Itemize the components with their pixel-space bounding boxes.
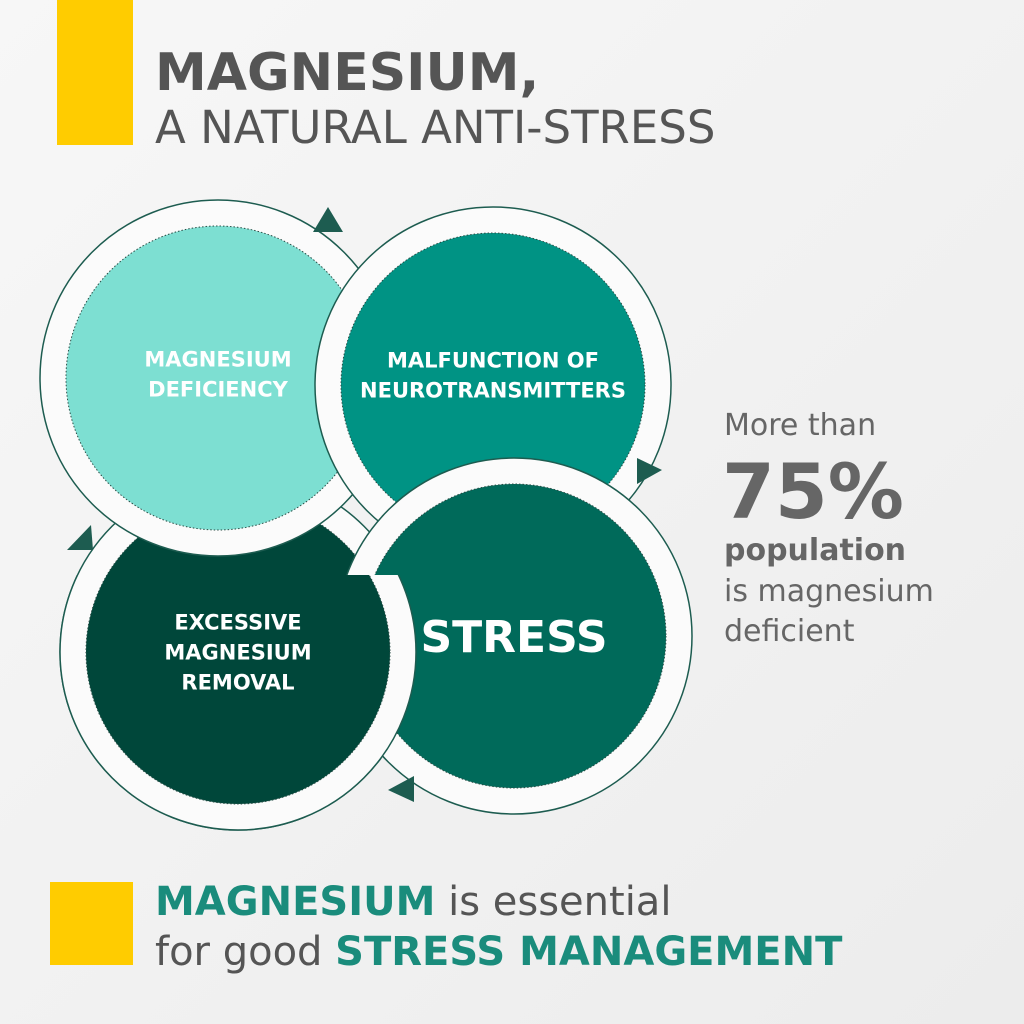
cycle-node-label: MAGNESIUM — [144, 348, 291, 372]
cycle-node-label: EXCESSIVE — [174, 611, 301, 635]
footer-text2: for good — [155, 929, 335, 975]
cycle-overlap-layer — [59, 575, 417, 831]
cycle-node-label: NEUROTRANSMITTERS — [360, 379, 626, 403]
circle-magnesium-removal — [59, 575, 417, 831]
arrow-left-icon — [388, 776, 414, 802]
footer-accent-square — [50, 882, 133, 965]
footer-em2: STRESS MANAGEMENT — [335, 929, 843, 975]
footer-em1: MAGNESIUM — [155, 879, 435, 925]
cycle-arrows — [67, 207, 662, 802]
footer-line1: MAGNESIUM is essential — [155, 879, 671, 925]
stat-subject: population — [724, 533, 906, 568]
cycle-node-fill — [85, 575, 391, 805]
title-line1: MAGNESIUM, — [155, 43, 539, 103]
circle-stress — [335, 457, 693, 815]
stat-line3: is magnesium — [724, 574, 934, 609]
stat-prefix: More than — [724, 408, 876, 443]
cycle-node-label: STRESS — [420, 612, 607, 663]
cycle-labels: MAGNESIUM DEFICIENCY MALFUNCTION OF NEUROTR… — [144, 348, 626, 695]
arrow-up-icon — [67, 525, 93, 550]
footer-text1: is essential — [435, 879, 671, 925]
title-line2: A NATURAL ANTI-STRESS — [155, 101, 715, 154]
cycle-node-label: REMOVAL — [181, 671, 294, 695]
stat-line4: deficient — [724, 614, 855, 649]
arrow-right-icon — [313, 207, 343, 232]
statistic: More than 75% population is magnesium de… — [722, 408, 934, 649]
stat-value: 75% — [722, 447, 904, 536]
cycle-diagram — [39, 199, 693, 831]
circle-magnesium-deficiency — [39, 199, 397, 557]
cycle-node-label: DEFICIENCY — [148, 378, 288, 402]
footer-line2: for good STRESS MANAGEMENT — [155, 929, 843, 975]
arrow-down-icon — [637, 458, 662, 484]
cycle-node-label: MAGNESIUM — [164, 641, 311, 665]
cycle-node-label: MALFUNCTION OF — [387, 349, 599, 373]
title-accent-bar — [57, 0, 133, 145]
